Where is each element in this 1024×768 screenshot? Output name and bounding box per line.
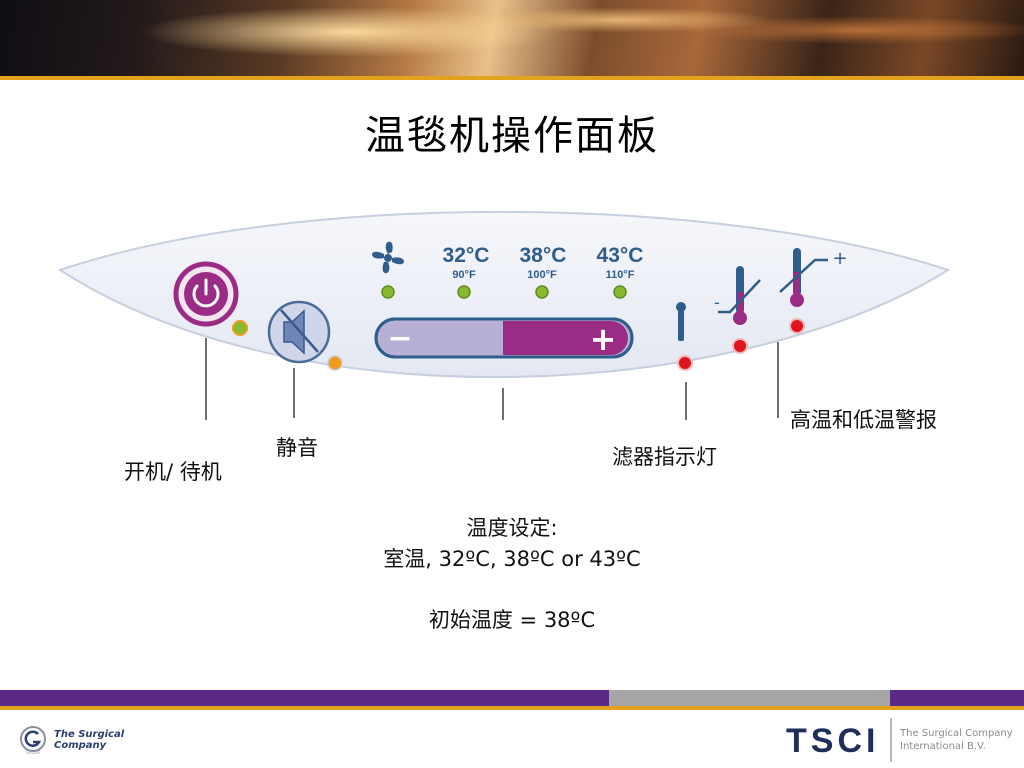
- high-temp-alarm-icon: [779, 248, 828, 307]
- low-alarm-sign: -: [714, 293, 720, 312]
- temp-alarm-label: 高温和低温警报: [790, 408, 937, 432]
- header-banner: [0, 0, 1024, 76]
- temp-setting-values: 室温, 32ºC, 38ºC or 43ºC: [383, 547, 641, 571]
- fan-indicator-light: [381, 285, 395, 299]
- temp-decrease-button[interactable]: −: [378, 321, 502, 356]
- high-temp-alarm-light: [789, 318, 805, 334]
- header-accent-line: [0, 76, 1024, 80]
- temp-43-indicator-light: [613, 285, 627, 299]
- temp-setting-title: 温度设定:: [466, 516, 558, 540]
- tsci-line-2: International B.V.: [900, 741, 986, 752]
- temp-32-celsius: 32°C: [443, 244, 490, 267]
- temp-43-fahrenheit: 110°F: [606, 269, 635, 281]
- logo-divider: [890, 718, 892, 762]
- control-panel: 32°C 90°F 38°C 100°F 43°C 110°F − + -: [57, 210, 951, 420]
- brand-line-2: Company: [54, 740, 107, 751]
- surgical-company-logo: GROUP The Surgical Company: [18, 725, 124, 755]
- power-button[interactable]: [173, 261, 239, 327]
- initial-temp-label: 初始温度 = 38ºC: [428, 608, 596, 632]
- temp-38-celsius: 38°C: [520, 244, 567, 267]
- brand-group-text: GROUP: [26, 750, 41, 755]
- brand-line-1: The Surgical: [54, 729, 125, 740]
- temp-43-celsius: 43°C: [597, 244, 644, 267]
- tsci-company-name: The Surgical Company International B.V.: [900, 727, 1013, 753]
- surgical-company-emblem-icon: GROUP: [20, 726, 46, 755]
- high-alarm-sign: +: [832, 248, 847, 269]
- slide-title: 温毯机操作面板: [365, 113, 659, 159]
- fan-icon: [372, 241, 404, 274]
- low-temp-alarm-icon: [718, 266, 761, 325]
- tsci-logo: TSCI: [786, 722, 880, 760]
- temp-32-fahrenheit: 90°F: [452, 269, 476, 281]
- power-indicator-light: [232, 320, 248, 336]
- plus-icon: +: [590, 320, 617, 358]
- callout-leader-lines: [205, 338, 779, 420]
- filter-indicator-light: [677, 355, 693, 371]
- temp-32-indicator-light: [457, 285, 471, 299]
- minus-icon: −: [387, 321, 412, 356]
- temp-38-fahrenheit: 100°F: [527, 269, 557, 281]
- mute-label: 静音: [276, 436, 318, 460]
- low-temp-alarm-light: [732, 338, 748, 354]
- power-standby-label: 开机/ 待机: [124, 460, 222, 484]
- speaker-muted-icon: [280, 309, 319, 355]
- filter-indicator-label: 滤器指示灯: [612, 445, 717, 469]
- footer-accent-line: [0, 706, 1024, 710]
- mute-button[interactable]: [267, 300, 331, 364]
- temp-increase-button[interactable]: +: [504, 320, 628, 358]
- temp-38-indicator-light: [535, 285, 549, 299]
- filter-wrench-icon: [676, 302, 686, 341]
- temperature-control-bar: [374, 317, 634, 359]
- power-icon: [192, 278, 220, 308]
- tsci-line-1: The Surgical Company: [900, 728, 1013, 739]
- mute-indicator-light: [327, 355, 343, 371]
- footer-bar-gray: [609, 690, 890, 706]
